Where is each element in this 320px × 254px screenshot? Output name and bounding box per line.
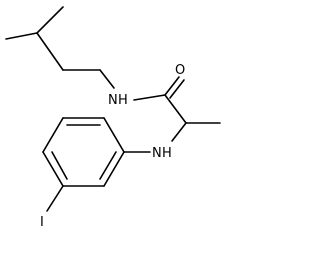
bond-methyl-top xyxy=(36,6,64,34)
atom-labels: N H O N H I xyxy=(40,63,185,230)
ring-bond-4 xyxy=(42,151,64,187)
bond-chain-to-nh xyxy=(99,69,115,89)
bond-carbonyl-double-2 xyxy=(169,79,185,99)
ring-double-3 xyxy=(99,151,117,180)
amide-nitrogen-h-label: H xyxy=(118,93,128,108)
ring-bond-3 xyxy=(42,117,64,153)
bond-carbonyl-double-1 xyxy=(164,76,180,96)
bond-alpha-to-nh xyxy=(171,122,187,142)
structure-diagram: N H O N H I xyxy=(5,6,221,230)
bond-methyl-left xyxy=(5,32,38,40)
bond-carbonyl-to-alpha xyxy=(164,94,187,124)
bond-lines xyxy=(5,6,221,212)
bond-ring-to-iodine xyxy=(46,185,64,212)
amine-nitrogen-label: N xyxy=(152,146,162,161)
amide-nitrogen-label: N xyxy=(108,93,118,108)
carbonyl-oxygen-label: O xyxy=(175,63,185,78)
iodine-label: I xyxy=(40,215,44,230)
bond-nh-to-carbonyl xyxy=(133,94,166,101)
ring-bond-6 xyxy=(103,151,125,187)
bond-chain-1 xyxy=(36,32,64,71)
ring-bond-1 xyxy=(103,117,125,153)
ring-double-2 xyxy=(51,151,68,180)
amine-nitrogen-h-label: H xyxy=(162,146,172,161)
